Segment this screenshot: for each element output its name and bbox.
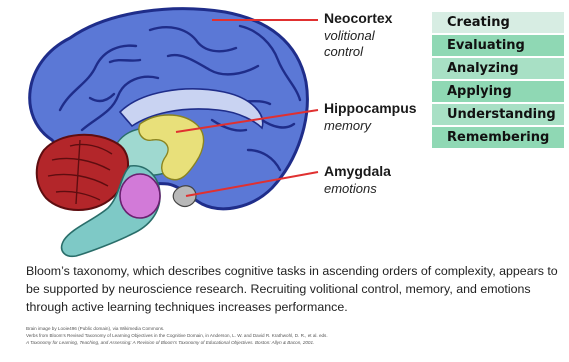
credit-line-image: Brain image by Looie496 (Public domain),… — [26, 325, 566, 332]
image-credits: Brain image by Looie496 (Public domain),… — [26, 325, 566, 346]
neocortex-label: Neocortex volitional control — [324, 10, 392, 60]
hippocampus-desc: memory — [324, 118, 417, 134]
credit-line-source: Verbs from Bloom’s Revised Taxonomy of L… — [26, 332, 566, 339]
amygdala-desc: emotions — [324, 181, 391, 197]
pons-region — [120, 174, 160, 218]
amygdala-region — [173, 186, 196, 207]
bloom-level: Analyzing — [432, 58, 564, 79]
bloom-level: Applying — [432, 81, 564, 102]
bloom-level: Understanding — [432, 104, 564, 125]
hippocampus-title: Hippocampus — [324, 100, 417, 118]
neocortex-desc-line1: volitional — [324, 28, 392, 44]
amygdala-label: Amygdala emotions — [324, 163, 391, 197]
bloom-level: Remembering — [432, 127, 564, 148]
bloom-level: Evaluating — [432, 35, 564, 56]
neocortex-desc-line2: control — [324, 44, 392, 60]
caption-text: Bloom’s taxonomy, which describes cognit… — [26, 262, 566, 316]
hippocampus-label: Hippocampus memory — [324, 100, 417, 134]
amygdala-title: Amygdala — [324, 163, 391, 181]
bloom-taxonomy-stack: Creating Evaluating Analyzing Applying U… — [432, 12, 564, 150]
neocortex-title: Neocortex — [324, 10, 392, 28]
credit-line-citation: A Taxonomy for Learning, Teaching, and A… — [26, 339, 566, 346]
bloom-level: Creating — [432, 12, 564, 33]
